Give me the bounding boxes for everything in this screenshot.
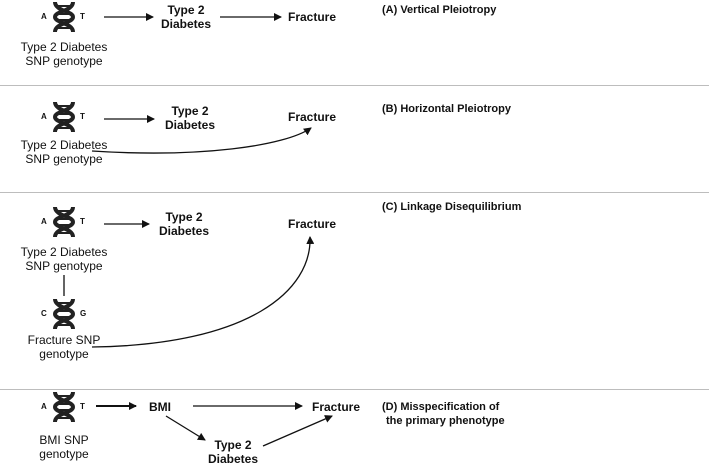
fracture-snp-label-line1: Fracture SNP [27,333,101,347]
snp-label-line1: Type 2 Diabetes [20,138,108,152]
fracture-snp-label: Fracture SNP genotype [14,333,114,361]
outcome-label: Fracture [287,10,337,24]
panel-c-caption: (C) Linkage Disequilibrium [382,201,522,213]
allele-right: T [80,12,85,21]
divider-cd [0,389,709,390]
snp-label: Type 2 Diabetes SNP genotype [14,245,114,273]
divider-bc [0,192,709,193]
exposure-line1: Type 2 [171,104,209,118]
exposure-line2: Diabetes [164,118,216,132]
exposure-label: Type 2 Diabetes [149,210,219,238]
outcome-label: Fracture [311,400,361,414]
exposure-label: Type 2 Diabetes [151,3,221,31]
allele-right: G [80,309,87,318]
dna-icon [52,206,76,238]
snp-label-line1: Type 2 Diabetes [20,245,108,259]
panel-a-caption: (A) Vertical Pleiotropy [382,4,497,16]
dna-icon [52,391,76,423]
dna-icon [52,1,76,33]
divider-ab [0,85,709,86]
bmi-label: BMI [149,400,171,414]
snp-label-line2: SNP genotype [25,152,103,166]
exposure-line2: Diabetes [160,17,212,31]
panel-d-caption-line1: (D) Misspecification of [382,401,500,413]
allele-left: A [41,402,47,411]
exposure-line2: Diabetes [207,452,259,466]
snp-label: Type 2 Diabetes SNP genotype [14,138,114,166]
snp-label-line1: BMI SNP [39,433,89,447]
panel-d-caption-line2: the primary phenotype [386,415,505,427]
exposure-line1: Type 2 [214,438,252,452]
dna-icon [52,298,76,330]
fracture-snp-label-line2: genotype [39,347,89,361]
outcome-label: Fracture [287,217,337,231]
arrow-c-fracturesnp-to-fracture [91,236,315,348]
snp-label-line1: Type 2 Diabetes [20,40,108,54]
allele-right: T [80,217,85,226]
panel-b-caption: (B) Horizontal Pleiotropy [382,103,511,115]
allele-right: T [80,112,85,121]
snp-label: Type 2 Diabetes SNP genotype [14,40,114,68]
allele-left: C [41,309,47,318]
exposure-line1: Type 2 [165,210,203,224]
snp-label-line2: genotype [39,447,89,461]
dna-icon [52,101,76,133]
allele-left: A [41,112,47,121]
exposure-line2: Diabetes [158,224,210,238]
arrow-d-t2d-to-fracture [262,415,333,447]
allele-left: A [41,217,47,226]
panel-d-caption: (D) Misspecification of the primary phen… [382,400,505,428]
snp-label-line2: SNP genotype [25,259,103,273]
outcome-label: Fracture [287,110,337,124]
exposure-label: Type 2 Diabetes [155,104,225,132]
allele-left: A [41,12,47,21]
arrow-d-bmi-to-t2d [165,415,206,441]
snp-label: BMI SNP genotype [14,433,114,461]
allele-right: T [80,402,85,411]
exposure-label: Type 2 Diabetes [198,438,268,466]
arrow-b-snp-to-fracture [91,127,312,154]
exposure-line1: Type 2 [167,3,205,17]
snp-label-line2: SNP genotype [25,54,103,68]
